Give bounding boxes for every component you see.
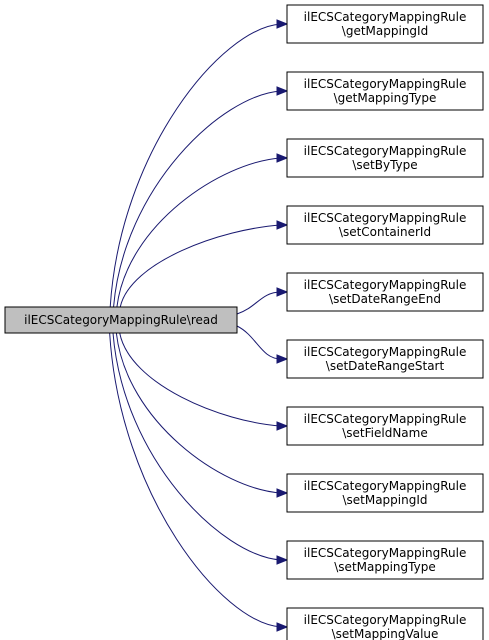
arrowhead-set-field-name (276, 421, 289, 431)
edge-to-set-field-name (119, 332, 282, 427)
callee-class-label: ilECSCategoryMappingRule (304, 412, 467, 426)
callee-node-box (286, 4, 484, 44)
callee-method-label: \setMappingType (334, 560, 435, 574)
root-node[interactable]: ilECSCategoryMappingRule\read (4, 306, 238, 334)
edge-to-get-mapping-type (113, 90, 282, 308)
callee-node-set-field-name[interactable]: ilECSCategoryMappingRule\setFieldName (286, 406, 484, 446)
edge-to-set-date-range-end (236, 291, 282, 315)
callee-node-set-date-range-start[interactable]: ilECSCategoryMappingRule\setDateRangeSta… (286, 339, 484, 379)
callee-node-set-date-range-end[interactable]: ilECSCategoryMappingRule\setDateRangeEnd (286, 272, 484, 312)
callee-method-label: \setContainerId (339, 225, 431, 239)
root-node-label: ilECSCategoryMappingRule\read (24, 313, 218, 327)
root-node-box (4, 306, 238, 334)
callee-node-set-mapping-value[interactable]: ilECSCategoryMappingRule\setMappingValue (286, 607, 484, 640)
edge-to-set-date-range-start (236, 325, 282, 360)
arrowhead-set-date-range-start (276, 354, 289, 364)
callee-class-label: ilECSCategoryMappingRule (304, 479, 467, 493)
callee-class-label: ilECSCategoryMappingRule (304, 144, 467, 158)
arrowhead-set-mapping-value (276, 622, 289, 632)
callee-class-label: ilECSCategoryMappingRule (304, 278, 467, 292)
arrowhead-set-container-id (276, 220, 289, 230)
callee-method-label: \setFieldName (342, 426, 427, 440)
arrowhead-get-mapping-type (276, 86, 289, 96)
callee-method-label: \setByType (352, 158, 417, 172)
callee-method-label: \setDateRangeEnd (329, 292, 441, 306)
callee-node-box (286, 406, 484, 446)
callee-node-set-container-id[interactable]: ilECSCategoryMappingRule\setContainerId (286, 205, 484, 245)
arrowhead-set-mapping-type (276, 555, 289, 565)
callee-node-box (286, 71, 484, 111)
callee-nodes: ilECSCategoryMappingRule\getMappingIdilE… (286, 4, 484, 640)
callee-node-set-by-type[interactable]: ilECSCategoryMappingRule\setByType (286, 138, 484, 178)
edge-to-set-by-type (116, 157, 282, 308)
callee-node-box (286, 473, 484, 513)
callee-node-get-mapping-type[interactable]: ilECSCategoryMappingRule\getMappingType (286, 71, 484, 111)
callee-method-label: \setMappingId (342, 493, 427, 507)
edge-to-set-mapping-value (109, 332, 282, 628)
arrowhead-set-by-type (276, 153, 289, 163)
callee-node-set-mapping-id[interactable]: ilECSCategoryMappingRule\setMappingId (286, 473, 484, 513)
callee-class-label: ilECSCategoryMappingRule (304, 613, 467, 627)
callee-node-box (286, 205, 484, 245)
callee-node-box (286, 339, 484, 379)
callee-node-set-mapping-type[interactable]: ilECSCategoryMappingRule\setMappingType (286, 540, 484, 580)
edge-to-set-container-id (119, 224, 282, 308)
edge-to-get-mapping-id (109, 23, 282, 308)
callee-method-label: \getMappingId (342, 24, 428, 38)
callee-class-label: ilECSCategoryMappingRule (304, 77, 467, 91)
callee-class-label: ilECSCategoryMappingRule (304, 546, 467, 560)
edge-to-set-mapping-id (115, 332, 282, 494)
arrowhead-get-mapping-id (276, 19, 289, 29)
edge-to-set-mapping-type (112, 332, 282, 561)
arrowhead-set-mapping-id (276, 488, 289, 498)
callee-method-label: \setMappingValue (332, 627, 439, 640)
arrowhead-set-date-range-end (276, 287, 289, 297)
callee-node-get-mapping-id[interactable]: ilECSCategoryMappingRule\getMappingId (286, 4, 484, 44)
callee-class-label: ilECSCategoryMappingRule (304, 211, 467, 225)
callee-node-box (286, 540, 484, 580)
call-edges (109, 19, 289, 632)
callee-node-box (286, 607, 484, 640)
callee-method-label: \getMappingType (334, 91, 437, 105)
callee-class-label: ilECSCategoryMappingRule (304, 345, 467, 359)
callee-method-label: \setDateRangeStart (326, 359, 445, 373)
callee-node-box (286, 138, 484, 178)
callee-node-box (286, 272, 484, 312)
callee-class-label: ilECSCategoryMappingRule (304, 10, 467, 24)
